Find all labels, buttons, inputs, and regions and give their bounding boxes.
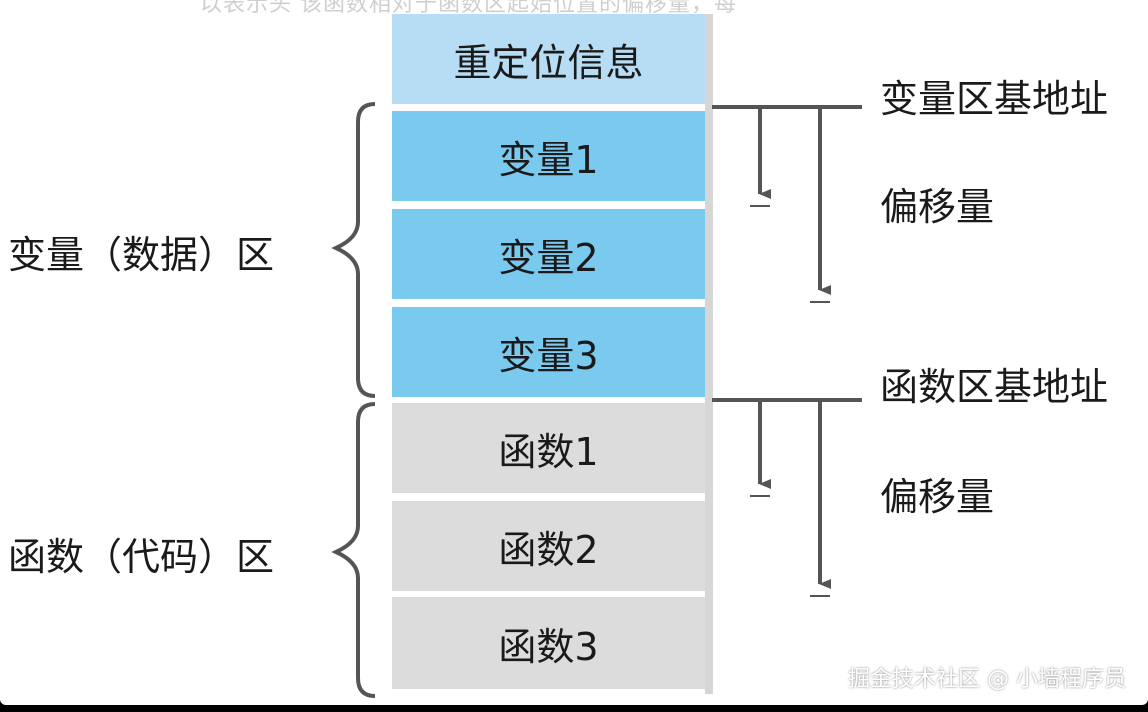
function-3-block: 函数3	[392, 597, 705, 689]
variable-base-address-label: 变量区基地址	[880, 77, 1109, 121]
function-1-block: 函数1	[392, 403, 705, 493]
function-region-label: 函数（代码）区	[8, 535, 275, 579]
variable-region-label: 变量（数据）区	[8, 233, 275, 277]
watermark: 掘金技术社区 @ 小墙程序员	[848, 667, 1126, 692]
function-region-brace	[331, 402, 376, 698]
variable-3-block: 变量3	[392, 307, 705, 397]
stack-shadow	[705, 14, 713, 694]
variable-2-block: 变量2	[392, 209, 705, 299]
function-base-address-label: 函数区基地址	[880, 365, 1109, 409]
relocation-info-block: 重定位信息	[392, 14, 705, 104]
variable-offset-label: 偏移量	[880, 185, 995, 229]
function-2-block: 函数2	[392, 501, 705, 591]
variable-1-block: 变量1	[392, 111, 705, 201]
variable-region-brace	[331, 102, 376, 398]
cropped-caption-text: 以表示头 该函数相对于函数区起始位置的偏移量，每	[200, 0, 737, 17]
function-offset-label: 偏移量	[880, 475, 995, 519]
